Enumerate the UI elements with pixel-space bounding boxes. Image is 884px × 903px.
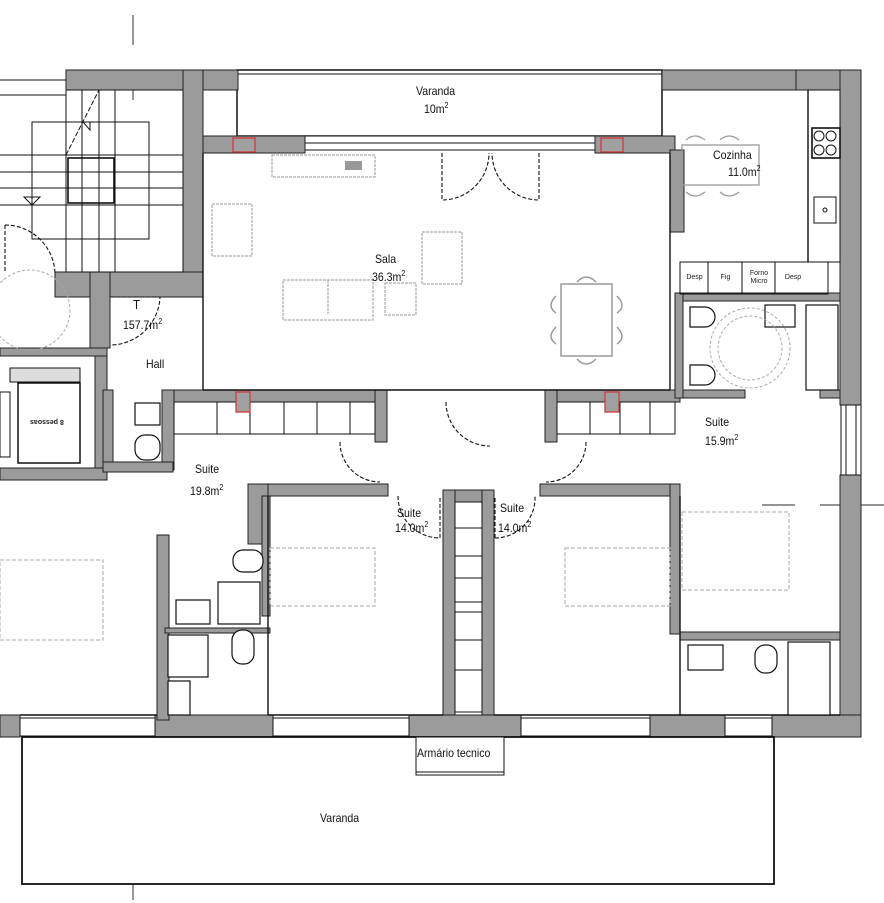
side-window bbox=[840, 404, 862, 476]
beds bbox=[0, 511, 790, 641]
unit-sup: 2 bbox=[424, 520, 429, 529]
unit-sup: 2 bbox=[756, 164, 761, 173]
cozinha-area: 11.0m2 bbox=[728, 164, 761, 180]
area-value: 19.8m bbox=[190, 484, 220, 498]
area-value: 10m bbox=[424, 102, 445, 116]
walls bbox=[0, 69, 862, 738]
area-value: 36.3m bbox=[372, 270, 402, 284]
suite-mid-right-name: Suite bbox=[500, 501, 525, 515]
turning-circle bbox=[0, 269, 71, 351]
varanda-top-name: Varanda bbox=[416, 84, 456, 98]
unit-sup: 2 bbox=[527, 520, 532, 529]
door-swings bbox=[4, 152, 587, 539]
unit-sup: 2 bbox=[158, 317, 163, 326]
suite-mid-left-area: 14.0m2 bbox=[395, 520, 429, 536]
varanda-top-area: 10m2 bbox=[424, 101, 449, 117]
area-value: 14.0m bbox=[498, 521, 528, 535]
suite-right-area: 15.9m2 bbox=[705, 433, 739, 449]
tv-icon bbox=[345, 161, 362, 170]
sala-area: 36.3m2 bbox=[372, 269, 406, 285]
armario-tecnico-label: Armário tecnico bbox=[417, 746, 491, 760]
sala-name: Sala bbox=[375, 252, 397, 266]
area-value: 14.0m bbox=[395, 521, 425, 535]
kitchen-unit-fridge: Fig bbox=[720, 274, 731, 281]
area-value: 157.7m bbox=[123, 318, 159, 332]
bottom-windows bbox=[19, 717, 773, 737]
unit-sup: 2 bbox=[219, 483, 224, 492]
kitchen-table bbox=[681, 135, 760, 197]
total-area: 157.7m2 bbox=[123, 317, 163, 333]
stairs bbox=[0, 79, 184, 273]
varanda-bottom-name: Varanda bbox=[320, 811, 360, 825]
elevator-capacity-label: 8 pessoas bbox=[30, 418, 64, 425]
kitchen-unit-desp-2: Desp bbox=[784, 274, 802, 281]
area-value: 11.0m bbox=[728, 165, 757, 179]
unit-sup: 2 bbox=[444, 101, 449, 110]
top-balcony bbox=[236, 69, 663, 151]
area-value: 15.9m bbox=[705, 434, 735, 448]
unit-sup: 2 bbox=[734, 433, 739, 442]
hall-name: Hall bbox=[146, 357, 165, 371]
wardrobes bbox=[173, 401, 676, 713]
elevator bbox=[0, 367, 81, 464]
total-symbol: T bbox=[133, 297, 140, 312]
bottom-balcony bbox=[21, 736, 775, 885]
kitchen-unit-desp-1: Desp bbox=[686, 274, 703, 281]
dining-table bbox=[550, 276, 623, 365]
suite-left-area: 19.8m2 bbox=[190, 483, 224, 499]
suite-right-name: Suite bbox=[705, 415, 730, 429]
kitchen-unit-oven-microwave: Forno Micro bbox=[749, 270, 769, 285]
technical-cabinet bbox=[415, 736, 505, 776]
bathroom-fixtures bbox=[134, 304, 839, 716]
unit-sup: 2 bbox=[401, 269, 406, 278]
suite-mid-left-name: Suite bbox=[397, 506, 422, 520]
cozinha-name: Cozinha bbox=[713, 148, 752, 162]
suite-mid-right-area: 14.0m2 bbox=[498, 520, 532, 536]
kitchen-counters bbox=[679, 89, 841, 295]
column-markers bbox=[232, 137, 624, 413]
living-furniture bbox=[211, 154, 463, 321]
suite-left-name: Suite bbox=[195, 462, 220, 476]
